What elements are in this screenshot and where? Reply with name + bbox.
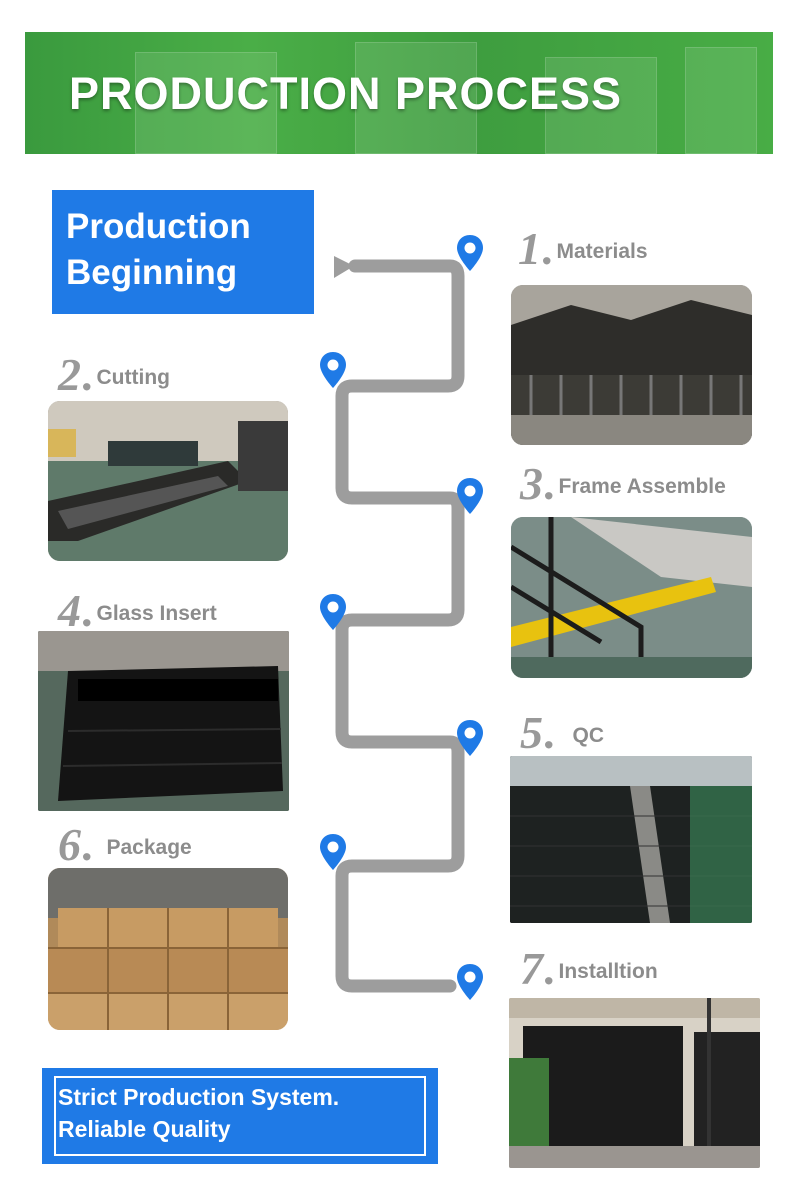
- frame-assembly-photo: [511, 517, 752, 678]
- step-4-label: 4.Glass Insert: [58, 585, 217, 636]
- location-pin-icon: [457, 235, 483, 271]
- aluminum-profiles-photo: [511, 285, 752, 445]
- step-1-label: 1.Materials: [518, 223, 648, 274]
- glass-panels-photo: [38, 631, 289, 811]
- location-pin-icon: [320, 594, 346, 630]
- path-line: [335, 259, 465, 993]
- production-beginning-box: Production Beginning: [52, 190, 314, 314]
- quality-statement-text: Strict Production System. Reliable Quali…: [58, 1084, 340, 1142]
- step-7-label: 7.Installtion: [520, 943, 658, 994]
- step-5-label: 5.QC: [520, 707, 604, 758]
- installed-garage-door-photo: [509, 998, 760, 1168]
- step-3-label: 3.Frame Assemble: [520, 458, 726, 509]
- quality-check-photo: [510, 756, 752, 923]
- step-6-label: 6.Package: [58, 819, 192, 870]
- location-pin-icon: [320, 352, 346, 388]
- location-pin-icon: [457, 720, 483, 756]
- cutting-workshop-photo: [48, 401, 288, 561]
- location-pin-icon: [320, 834, 346, 870]
- quality-statement-box: Strict Production System. Reliable Quali…: [42, 1068, 438, 1164]
- page-title: PRODUCTION PROCESS: [69, 68, 623, 119]
- step-2-label: 2.Cutting: [58, 349, 170, 400]
- header-banner: PRODUCTION PROCESS: [25, 32, 773, 154]
- location-pin-icon: [457, 964, 483, 1000]
- wooden-crates-photo: [48, 868, 288, 1030]
- quality-statement-border: [54, 1076, 426, 1156]
- location-pin-icon: [457, 478, 483, 514]
- play-arrow-icon: [334, 256, 354, 278]
- production-beginning-label: Production Beginning: [66, 207, 251, 292]
